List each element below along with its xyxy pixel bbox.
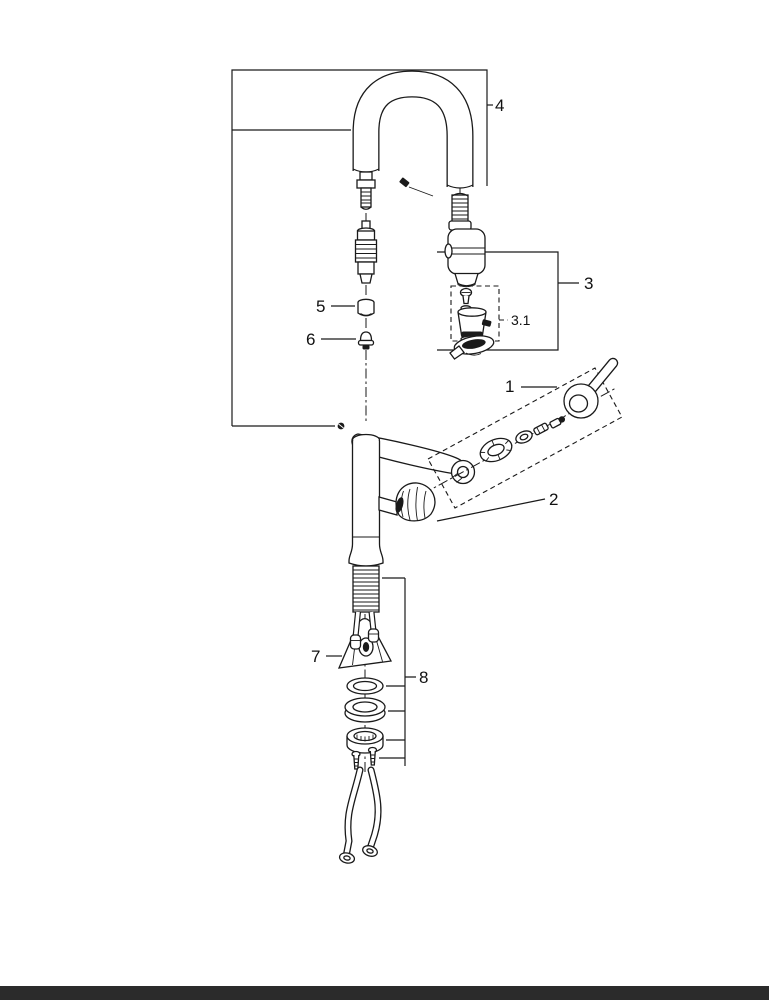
cap-ring (479, 437, 513, 463)
part-5-check-valve (357, 298, 375, 317)
body-side-stub (378, 496, 398, 516)
footer-bar (0, 986, 769, 1000)
cartridge-dome (395, 482, 436, 522)
handle-assembly (378, 357, 623, 522)
hose-end-right (362, 845, 378, 857)
hose-stub-left (349, 611, 362, 650)
callout-3-1-label: 3.1 (511, 312, 531, 328)
threaded-shank (352, 565, 380, 613)
spray-head-screw (459, 287, 473, 311)
callout-1-label: 1 (505, 377, 515, 396)
callout-2-leader (436, 498, 546, 522)
spray-head (399, 177, 486, 288)
spout-retainer-screw (337, 422, 345, 430)
hose-coupling (354, 220, 378, 284)
spray-set-screw (399, 177, 434, 197)
callout-3-1-box (450, 285, 508, 342)
hose-end-left (338, 852, 356, 864)
handle-parts-plane (427, 367, 623, 509)
friction-ring (346, 677, 384, 695)
callout-4-bracket (231, 69, 493, 430)
callout-7-label: 7 (311, 647, 321, 666)
callout-3-label: 3 (584, 274, 594, 293)
supply-hoses (338, 766, 382, 864)
rubber-washer (344, 697, 386, 723)
part-6-valve (357, 331, 375, 350)
spout-hose-nipple (356, 171, 376, 210)
callout-2-label: 2 (549, 490, 559, 509)
small-ring (515, 430, 533, 444)
lever-handle (563, 357, 619, 419)
mounting-assembly (326, 565, 416, 864)
hose-stub-right (367, 611, 380, 643)
grub-screw (533, 422, 549, 436)
spray-holder-ring (449, 335, 495, 360)
callout-8-label: 8 (419, 668, 429, 687)
mounting-nut (346, 727, 384, 754)
callout-5-label: 5 (316, 297, 326, 316)
callout-6-label: 6 (306, 330, 316, 349)
handle-screw (549, 416, 566, 429)
callout-3-bracket (437, 251, 579, 351)
callout-4-label: 4 (495, 96, 505, 115)
mounting-wedge (337, 617, 393, 669)
body-column (348, 441, 384, 567)
faucet-body (348, 433, 476, 567)
callout-8-bracket (379, 577, 416, 766)
mounting-screw-right (367, 746, 378, 766)
mounting-screw-left (351, 750, 361, 770)
